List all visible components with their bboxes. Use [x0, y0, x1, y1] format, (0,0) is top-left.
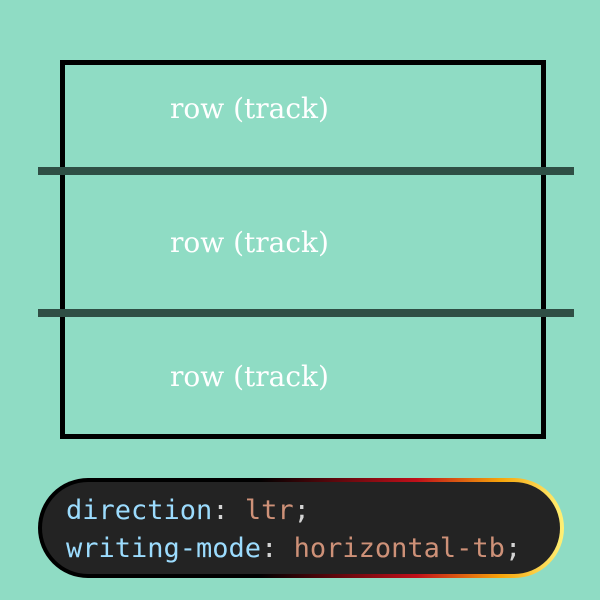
row-track-label: row (track): [170, 360, 329, 393]
css-property: writing-mode: [66, 533, 262, 564]
css-colon: :: [261, 533, 278, 564]
code-snippet: direction: ltr; writing-mode: horizontal…: [38, 478, 564, 578]
code-line: writing-mode: horizontal-tb;: [66, 530, 560, 568]
css-value: ltr: [244, 495, 294, 526]
css-semicolon: ;: [293, 495, 310, 526]
grid-container: [60, 60, 546, 439]
grid-line: [38, 167, 574, 175]
css-colon: :: [212, 495, 229, 526]
css-property: direction: [66, 495, 213, 526]
grid-line: [38, 309, 574, 317]
css-semicolon: ;: [504, 533, 522, 564]
code-line: direction: ltr;: [66, 492, 560, 530]
row-track-label: row (track): [170, 226, 329, 259]
code-block: direction: ltr; writing-mode: horizontal…: [42, 482, 560, 574]
css-value: horizontal-tb: [293, 533, 505, 564]
row-track-label: row (track): [170, 92, 329, 125]
